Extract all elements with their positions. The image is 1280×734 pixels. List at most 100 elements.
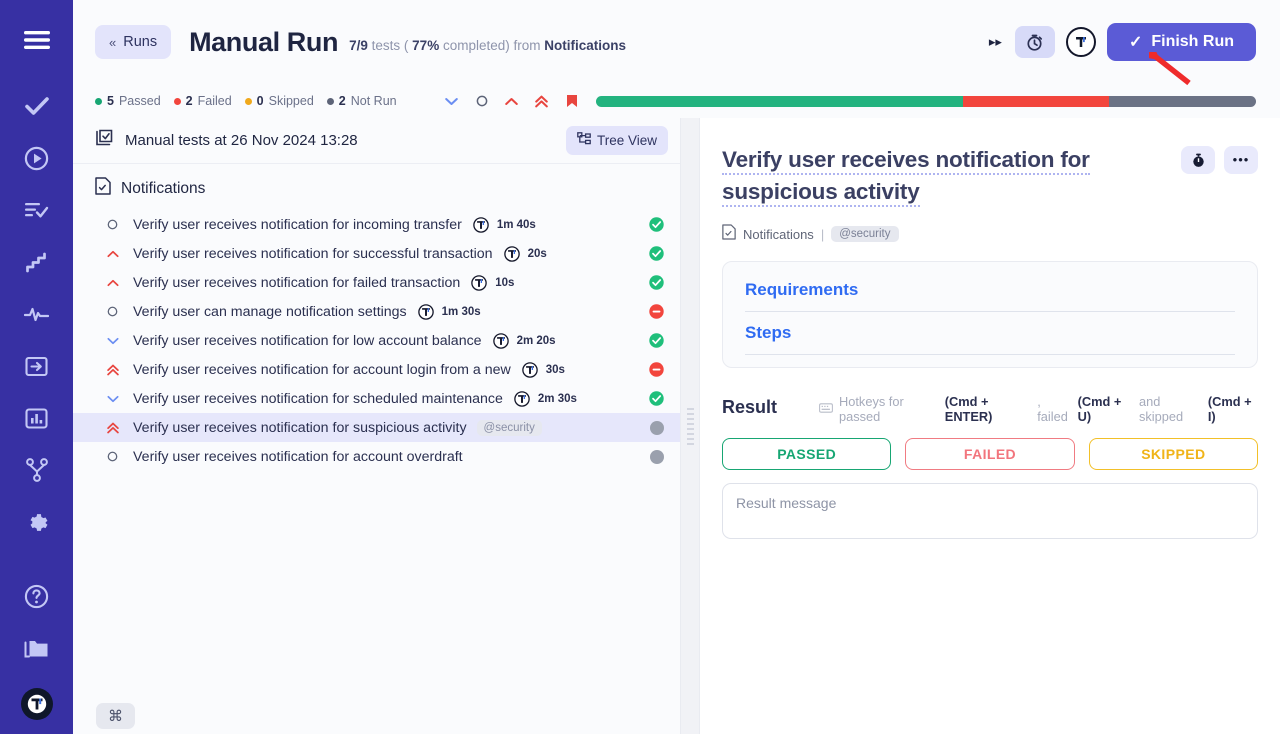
clock-icon xyxy=(473,216,489,233)
keyboard-icon xyxy=(819,401,833,416)
mark-failed-button[interactable]: FAILED xyxy=(905,437,1075,470)
import-arrow-icon[interactable] xyxy=(19,348,55,384)
hotkeys-hint: Hotkeys for passed (Cmd + ENTER) , faile… xyxy=(819,394,1258,424)
suite-name: Notifications xyxy=(121,179,206,197)
test-name: Verify user receives notification for sc… xyxy=(133,390,503,407)
passed-dot-icon xyxy=(95,97,102,105)
table-row[interactable]: Verify user receives notification for lo… xyxy=(73,326,680,355)
test-name: Verify user receives notification for ac… xyxy=(133,448,463,465)
tree-view-button[interactable]: Tree View xyxy=(565,126,668,155)
breadcrumb-tag[interactable]: @security xyxy=(831,226,899,243)
test-duration: 1m 40s xyxy=(496,218,536,231)
detail-more-button[interactable]: ••• xyxy=(1224,146,1258,174)
rail-bottom-group xyxy=(19,578,55,734)
count-notrun: 2 Not Run xyxy=(326,94,397,108)
status-badge xyxy=(650,449,664,464)
priority-highest-filter[interactable] xyxy=(535,94,549,108)
requirements-section-link[interactable]: Requirements xyxy=(745,280,1235,312)
progress-failed-segment xyxy=(962,95,1110,107)
result-message-input[interactable] xyxy=(722,482,1258,539)
timer-button[interactable] xyxy=(1014,26,1055,58)
result-header: Result Hotkeys for passed (Cmd + ENTER) … xyxy=(722,394,1258,424)
row-priority-normal-icon xyxy=(107,306,133,317)
skipped-label: Skipped xyxy=(268,94,314,108)
detail-timer-button[interactable] xyxy=(1181,146,1215,174)
detail-title[interactable]: Verify user receives notification for su… xyxy=(722,147,1090,207)
hotkey-passed: (Cmd + ENTER) xyxy=(944,393,993,424)
hotkeys-prefix: Hotkeys for passed xyxy=(839,393,904,424)
verdict-buttons: PASSED FAILED SKIPPED xyxy=(722,437,1258,470)
count-skipped: 0 Skipped xyxy=(244,94,314,108)
user-avatar[interactable] xyxy=(20,688,53,720)
passed-label: Passed xyxy=(118,94,161,108)
progress-passed-segment xyxy=(596,95,963,107)
table-row[interactable]: Verify user receives notification for in… xyxy=(73,210,680,239)
back-button-label: Runs xyxy=(123,34,158,50)
hotkeys-mid2: and skipped xyxy=(1138,393,1184,424)
priority-filter-group xyxy=(445,94,579,108)
clock-icon xyxy=(471,274,488,291)
settings-gear-icon[interactable] xyxy=(19,504,55,540)
test-duration: 1m 30s xyxy=(441,305,481,318)
suite-header[interactable]: Notifications xyxy=(73,164,680,210)
priority-high-filter[interactable] xyxy=(505,94,519,108)
steps-section-link[interactable]: Steps xyxy=(745,323,1235,355)
skipped-count: 0 xyxy=(256,94,264,108)
runs-play-icon[interactable] xyxy=(19,140,55,176)
failed-label: Failed xyxy=(197,94,232,108)
result-title: Result xyxy=(722,397,778,418)
projects-folder-icon[interactable] xyxy=(19,630,55,666)
priority-blocker-filter[interactable] xyxy=(565,94,579,108)
table-row[interactable]: Verify user receives notification for su… xyxy=(73,239,680,268)
fast-forward-icon[interactable]: ▸▸ xyxy=(988,34,1002,49)
help-question-icon[interactable] xyxy=(19,578,55,614)
notrun-dot-icon xyxy=(326,97,334,105)
test-name: Verify user can manage notification sett… xyxy=(133,303,407,320)
test-detail-pane: Verify user receives notification for su… xyxy=(700,118,1280,734)
failed-count: 2 xyxy=(185,94,193,108)
detail-header: Verify user receives notification for su… xyxy=(722,144,1258,208)
test-tag: @security xyxy=(476,419,542,436)
header-avatar[interactable] xyxy=(1065,27,1096,57)
status-counts: 5 Passed 2 Failed 0 Skipped 2 Not Run xyxy=(95,94,397,108)
test-list-toolbar: Manual tests at 26 Nov 2024 13:28 Tree V… xyxy=(73,118,680,164)
back-to-runs-button[interactable]: « Runs xyxy=(95,25,172,59)
integrations-branch-icon[interactable] xyxy=(19,452,55,488)
tests-check-icon[interactable] xyxy=(19,88,55,124)
command-key-badge[interactable]: ⌘ xyxy=(96,703,135,729)
test-name: Verify user receives notification for fa… xyxy=(133,274,461,291)
priority-normal-filter[interactable] xyxy=(475,94,489,108)
table-row[interactable]: Verify user receives notification for fa… xyxy=(73,268,680,297)
priority-low-filter[interactable] xyxy=(445,94,459,108)
test-name: Verify user receives notification for lo… xyxy=(133,332,482,349)
mark-skipped-button[interactable]: SKIPPED xyxy=(1088,437,1258,470)
table-row[interactable]: Verify user receives notification for ac… xyxy=(73,355,680,384)
activity-pulse-icon[interactable] xyxy=(19,296,55,332)
mark-passed-button[interactable]: PASSED xyxy=(722,437,892,470)
hotkey-failed: (Cmd + U) xyxy=(1077,393,1122,424)
table-row-selected[interactable]: Verify user receives notification for su… xyxy=(73,413,680,442)
tree-view-icon xyxy=(577,132,591,149)
run-test-count: 7/9 xyxy=(349,37,368,53)
row-priority-low-icon xyxy=(107,395,133,403)
failed-dot-icon xyxy=(173,97,181,105)
steps-stairs-icon[interactable] xyxy=(19,244,55,280)
progress-notrun-segment xyxy=(1109,95,1256,107)
menu-icon[interactable] xyxy=(19,22,55,58)
status-badge xyxy=(650,420,664,435)
breadcrumb-suite[interactable]: Notifications xyxy=(743,226,814,242)
notrun-dot-icon xyxy=(650,449,664,464)
left-nav-rail xyxy=(0,0,73,734)
plans-list-check-icon[interactable] xyxy=(19,192,55,228)
breadcrumb-doc-icon xyxy=(722,224,736,245)
run-label: Manual tests at 26 Nov 2024 13:28 xyxy=(125,132,358,149)
breadcrumb: Notifications | @security xyxy=(722,224,1258,245)
table-row[interactable]: Verify user can manage notification sett… xyxy=(73,297,680,326)
reports-chart-icon[interactable] xyxy=(19,400,55,436)
pane-resize-handle[interactable] xyxy=(680,118,700,734)
table-row[interactable]: Verify user receives notification for sc… xyxy=(73,384,680,413)
notrun-dot-icon xyxy=(650,420,664,435)
finish-run-button[interactable]: ✓ Finish Run xyxy=(1106,23,1256,61)
table-row[interactable]: Verify user receives notification for ac… xyxy=(73,442,680,471)
